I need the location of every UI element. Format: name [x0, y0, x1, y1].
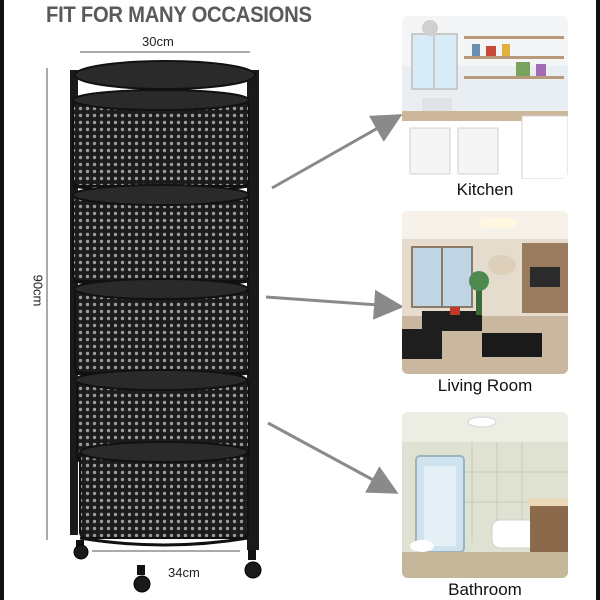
bathroom-photo: [402, 412, 568, 578]
page-title: FIT FOR MANY OCCASIONS: [46, 2, 312, 27]
arrow-to-kitchen: [271, 114, 403, 190]
basket-1: [72, 89, 250, 195]
kitchen-photo: [402, 16, 568, 179]
basket-3: [73, 278, 250, 382]
arrow-to-living-room: [265, 289, 404, 320]
arrow-to-bathroom: [267, 421, 399, 494]
left-border: [0, 0, 4, 600]
right-border: [596, 0, 600, 600]
top-tray: [74, 60, 256, 90]
kitchen-label: Kitchen: [456, 180, 514, 199]
height-label: 90cm: [30, 274, 46, 307]
basket-2: [72, 184, 250, 290]
bathroom-label: Bathroom: [448, 580, 522, 599]
bottom-width-label: 34cm: [168, 565, 200, 580]
living-room-photo: [402, 211, 568, 374]
caster-wheels: [73, 540, 262, 593]
top-width-label: 30cm: [142, 34, 174, 49]
living-room-label: Living Room: [437, 376, 533, 395]
basket-5: [79, 441, 249, 547]
